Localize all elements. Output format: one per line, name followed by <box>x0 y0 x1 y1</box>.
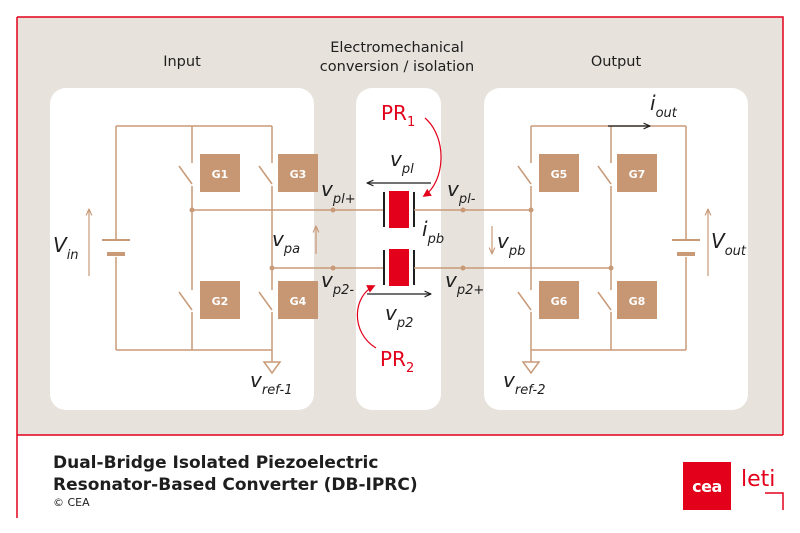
frame-corner <box>765 492 784 510</box>
iout-label: iout <box>650 91 678 121</box>
cea-logo-text: cea <box>692 476 722 496</box>
vout-label: Vout <box>711 229 747 259</box>
switch-g6: G6 <box>539 281 579 319</box>
vp2-plus-label: vp2+ <box>445 268 484 298</box>
pr2-label: PR2 <box>380 347 414 376</box>
switch-g8: G8 <box>617 281 657 319</box>
switch-g5: G5 <box>539 154 579 192</box>
leti-logo-text: leti <box>741 467 776 492</box>
caption-title-line1: Dual-Bridge Isolated Piezoelectric <box>53 453 379 473</box>
input-nodes <box>189 207 336 271</box>
svg-text:G1: G1 <box>212 168 229 181</box>
output-nodes <box>460 207 614 271</box>
svg-text:G4: G4 <box>290 295 307 308</box>
vpb-label: vpb <box>497 229 525 259</box>
vref2-label: vref-2 <box>503 368 546 398</box>
pr1-label: PR1 <box>381 101 415 130</box>
vpl-label: vpl <box>390 147 414 177</box>
svg-text:G2: G2 <box>212 295 229 308</box>
pr1-pointer <box>422 117 442 197</box>
vpl-minus-label: vpl- <box>447 177 476 207</box>
copyright-text: © CEA <box>53 496 90 509</box>
caption-title: Dual-Bridge Isolated Piezoelectric Reson… <box>53 452 573 496</box>
cea-logo: cea <box>683 462 731 510</box>
switch-g2: G2 <box>200 281 240 319</box>
switch-g7: G7 <box>617 154 657 192</box>
voltage-current-arrows <box>89 117 708 349</box>
ipb-label: ipb <box>422 217 444 247</box>
switch-g4: G4 <box>278 281 318 319</box>
caption-title-line2: Resonator-Based Converter (DB-IPRC) <box>53 475 418 495</box>
frame-top-right <box>17 16 784 435</box>
svg-text:G7: G7 <box>629 168 646 181</box>
output-bridge-wiring <box>414 125 700 375</box>
vpa-label: vpa <box>272 227 300 257</box>
pr2-pointer <box>356 285 377 349</box>
vpl-plus-label: vpl+ <box>321 177 356 207</box>
svg-text:G6: G6 <box>551 295 568 308</box>
svg-text:G8: G8 <box>629 295 646 308</box>
conversion-label-line2: conversion / isolation <box>320 59 474 75</box>
svg-text:G5: G5 <box>551 168 568 181</box>
switch-g3: G3 <box>278 154 318 192</box>
input-label: Input <box>163 54 201 70</box>
output-label: Output <box>591 54 642 70</box>
vin-label: Vin <box>53 233 79 263</box>
conversion-label-line1: Electromechanical <box>330 40 463 56</box>
svg-text:G3: G3 <box>290 168 307 181</box>
switch-g1: G1 <box>200 154 240 192</box>
vp2-minus-label: vp2- <box>321 268 354 298</box>
vp2-label: vp2 <box>385 301 413 331</box>
vref1-label: vref-1 <box>250 368 293 398</box>
input-bridge-wiring <box>102 125 384 375</box>
